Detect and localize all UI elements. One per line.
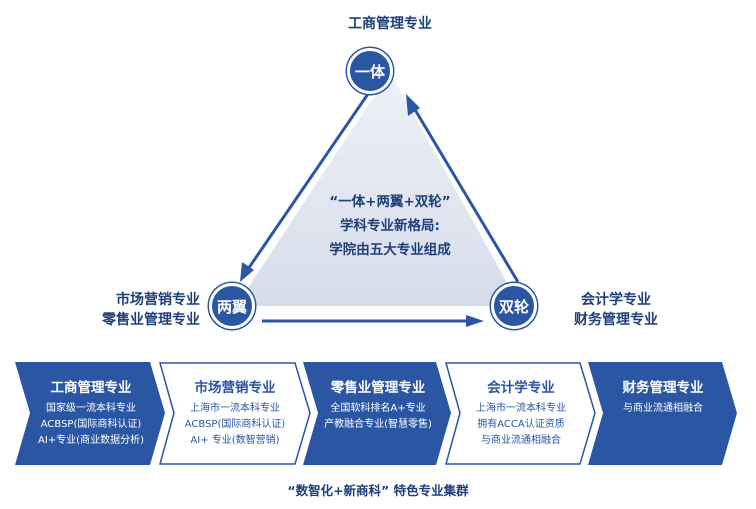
major-title: 工商管理专业 [50,380,132,396]
major-line: ACBSP(国际商科认证) [184,419,286,430]
right-label-line: 财务管理专业 [574,312,658,328]
major-card: 财务管理专业 与商业流通相融合 [594,362,732,465]
chevron-2 [159,362,311,465]
chevron-4 [445,362,596,465]
major-card: 零售业管理专业 全国软科排名A+专业 产教融合专业(智慧零售) [309,362,447,465]
triangle [236,72,520,306]
node-top: 一体 [347,48,393,94]
major-title: 会计学专业 [487,380,555,396]
chevron-5 [588,362,737,465]
bottom-arrow [262,315,484,327]
right-arrow [406,94,520,283]
major-line: 上海市一流本科专业 [190,403,280,414]
chevron-3 [303,362,451,465]
center-line: 学院由五大专业组成 [329,242,451,258]
major-line: ACBSP(国际商科认证) [40,419,142,430]
major-title: 财务管理专业 [622,380,704,396]
left-label-line: 市场营销专业 [116,292,200,308]
major-card: 市场营销专业 上海市一流本科专业 ACBSP(国际商科认证) AI+ 专业(数智… [166,362,304,465]
major-card: 会计学专业 上海市一流本科专业 拥有ACCA认证资质 与商业流通相融合 [452,362,590,465]
major-line: 国家级一流本科专业 [46,403,136,414]
center-text: “一体+两翼+双轮” 学科专业新格局: 学院由五大专业组成 [290,190,490,262]
right-label-line: 会计学专业 [581,292,651,308]
major-title: 零售业管理专业 [330,380,426,396]
major-line: AI+专业(商业数据分析) [38,435,144,446]
right-label: 会计学专业 财务管理专业 [556,290,676,330]
major-line: 拥有ACCA认证资质 [477,419,565,430]
major-card: 工商管理专业 国家级一流本科专业 ACBSP(国际商科认证) AI+专业(商业数… [22,362,160,465]
major-line: 与商业流通相融合 [481,435,561,446]
center-line: 学科专业新格局: [340,218,440,234]
node-left: 两翼 [209,283,255,329]
major-line: 与商业流通相融合 [623,403,703,414]
node-right: 双轮 [491,283,537,329]
major-line: 上海市一流本科专业 [476,403,566,414]
top-label: 工商管理专业 [348,16,432,32]
major-line: 产教融合专业(智慧零售) [324,419,432,430]
left-label-line: 零售业管理专业 [102,312,200,328]
left-arrow [240,87,374,282]
major-title: 市场营销专业 [194,380,276,396]
center-line: “一体+两翼+双轮” [329,194,451,210]
major-line: AI+ 专业(数智营销) [190,435,280,446]
major-line: 全国软科排名A+专业 [330,403,426,414]
left-label: 市场营销专业 零售业管理专业 [70,290,200,330]
footer-caption: “数智化+新商科” 特色专业集群 [287,483,469,498]
chevron-1 [15,362,165,465]
